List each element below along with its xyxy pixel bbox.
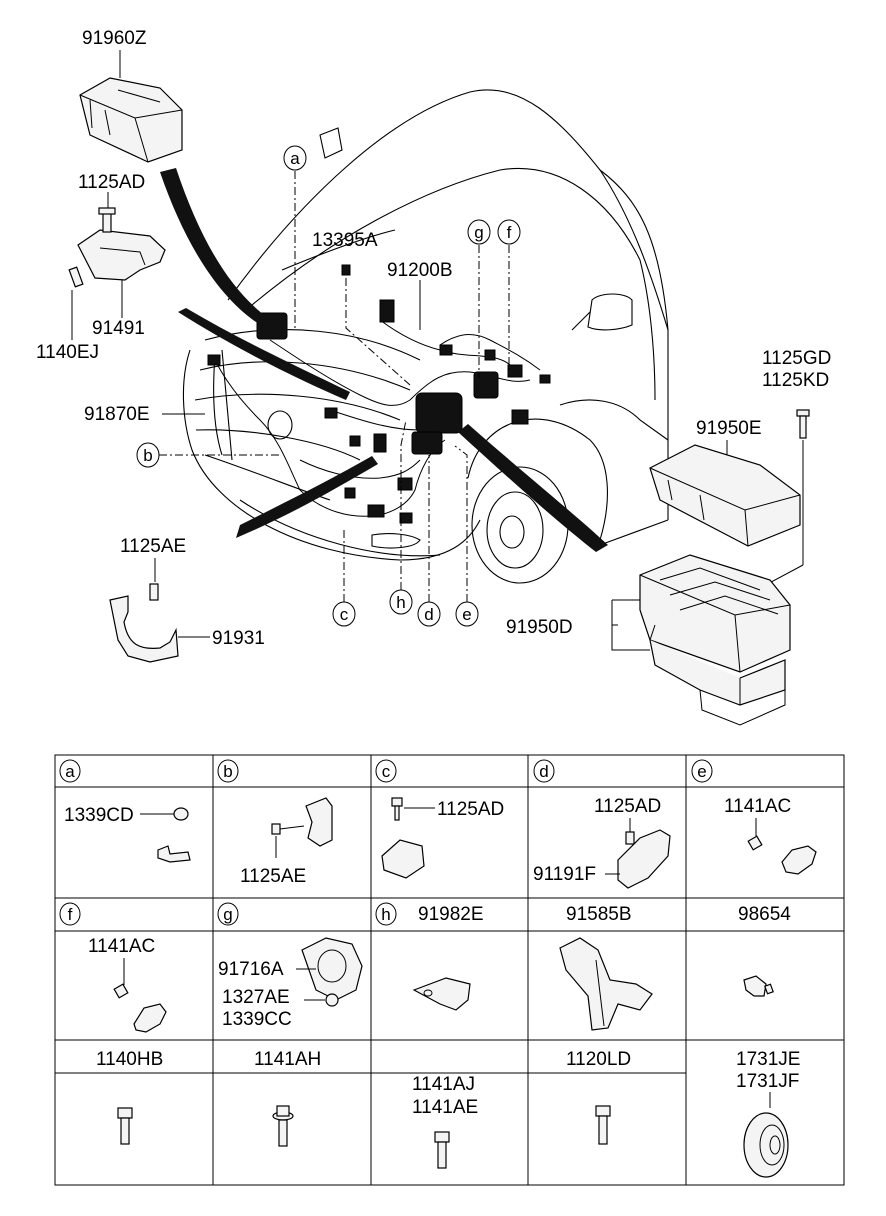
table-cell-f: f 1141AC xyxy=(59,902,167,1033)
svg-text:e: e xyxy=(462,605,471,624)
table-cell-1731JE: 1731JE 1731JF xyxy=(736,1049,800,1178)
box-bolt-part xyxy=(796,409,810,439)
label-box: 91950D xyxy=(506,617,573,638)
cell-1731JE-label: 1731JE xyxy=(736,1049,800,1070)
table-cell-1141AJ: 1141AJ 1141AE xyxy=(412,1074,478,1169)
label-harness-left: 91870E xyxy=(84,404,150,425)
wiring-harness xyxy=(207,299,551,524)
cell-g-part-3: 1339CC xyxy=(222,1009,292,1030)
callout-a: a xyxy=(283,145,307,330)
svg-text:a: a xyxy=(290,149,300,168)
label-bolt-ej: 1140EJ xyxy=(36,342,99,363)
svg-text:c: c xyxy=(382,762,391,781)
label-strap-bolt: 1125AE xyxy=(120,536,186,557)
cell-e-part: 1141AC xyxy=(724,796,791,817)
svg-text:b: b xyxy=(223,762,232,781)
cell-f-part: 1141AC xyxy=(88,936,155,957)
label-harness: 91200B xyxy=(387,260,453,281)
table-cell-1120LD: 1120LD xyxy=(566,1049,631,1145)
top-cover-part xyxy=(79,77,183,163)
table-cell-91585B: 91585B xyxy=(559,904,653,1031)
fuse-box-part xyxy=(639,554,791,726)
svg-text:h: h xyxy=(381,905,390,924)
label-bolt-kd: 1125KD xyxy=(762,370,829,391)
table-cell-c: c 1125AD xyxy=(375,759,504,879)
cell-1120LD-header: 1120LD xyxy=(566,1049,631,1070)
label-clip: 13395A xyxy=(312,230,378,251)
svg-text:b: b xyxy=(143,446,152,465)
strap-part xyxy=(109,583,179,663)
cell-98654-header: 98654 xyxy=(738,904,791,925)
label-bolt-gd: 1125GD xyxy=(762,348,831,369)
callout-e: e xyxy=(454,445,479,627)
svg-text:d: d xyxy=(539,762,548,781)
svg-text:c: c xyxy=(340,605,349,624)
callout-h: h xyxy=(389,419,413,615)
callout-b: b xyxy=(136,442,280,468)
cell-1140HB-header: 1140HB xyxy=(96,1049,163,1070)
cell-1731JF-label: 1731JF xyxy=(736,1071,799,1092)
vehicle-outline xyxy=(182,89,669,584)
table-cell-d: d 1125AD 91191F xyxy=(533,759,671,889)
cell-a-part: 1339CD xyxy=(64,805,134,826)
clip-part xyxy=(341,264,351,276)
table-cell-h: h 91982E xyxy=(375,902,484,1011)
table-cell-g: g 91716A 1327AE 1339CC xyxy=(217,902,363,1030)
table-cell-98654: 98654 xyxy=(738,904,791,997)
table-cell-e: e 1141AC xyxy=(691,759,817,875)
callout-g: g xyxy=(467,219,491,378)
cell-h-header: 91982E xyxy=(418,904,484,925)
callout-c: c xyxy=(332,528,356,627)
cell-c-part: 1125AD xyxy=(437,799,504,820)
cell-d-part-2: 91191F xyxy=(533,864,596,885)
cell-1141AH-header: 1141AH xyxy=(254,1049,321,1070)
cell-b-part: 1125AE xyxy=(240,866,306,887)
label-strap: 91931 xyxy=(212,628,265,649)
svg-text:a: a xyxy=(65,762,75,781)
cell-d-part-1: 1125AD xyxy=(594,796,661,817)
svg-text:h: h xyxy=(396,593,405,612)
leader-box xyxy=(611,599,650,651)
callout-d: d xyxy=(417,455,441,627)
table-cell-1141AH: 1141AH xyxy=(254,1049,321,1147)
table-cell-a: a 1339CD xyxy=(59,759,191,863)
cell-1141AJ-label: 1141AJ xyxy=(412,1074,475,1095)
parts-table xyxy=(54,754,845,1186)
cell-g-part-1: 91716A xyxy=(218,959,284,980)
box-cover-part xyxy=(649,444,801,547)
svg-text:d: d xyxy=(424,605,433,624)
cell-g-part-2: 1327AE xyxy=(222,987,290,1008)
svg-text:g: g xyxy=(474,223,483,242)
label-bolt-ad: 1125AD xyxy=(78,172,145,193)
table-cell-1140HB: 1140HB xyxy=(96,1049,163,1145)
leader-wedges xyxy=(160,168,608,552)
table-cell-b: b 1125AE xyxy=(217,759,333,887)
cell-1141AE-label: 1141AE xyxy=(412,1097,478,1118)
svg-text:e: e xyxy=(697,762,706,781)
callout-f: f xyxy=(497,219,521,370)
svg-text:f: f xyxy=(507,223,512,242)
bracket-part xyxy=(68,207,166,288)
label-top-cover: 91960Z xyxy=(82,28,147,49)
svg-text:g: g xyxy=(223,905,232,924)
label-bracket: 91491 xyxy=(92,318,145,339)
leader-clip xyxy=(345,278,411,386)
cell-91585B-header: 91585B xyxy=(566,904,632,925)
svg-text:f: f xyxy=(68,905,73,924)
label-box-cover: 91950E xyxy=(696,418,762,439)
